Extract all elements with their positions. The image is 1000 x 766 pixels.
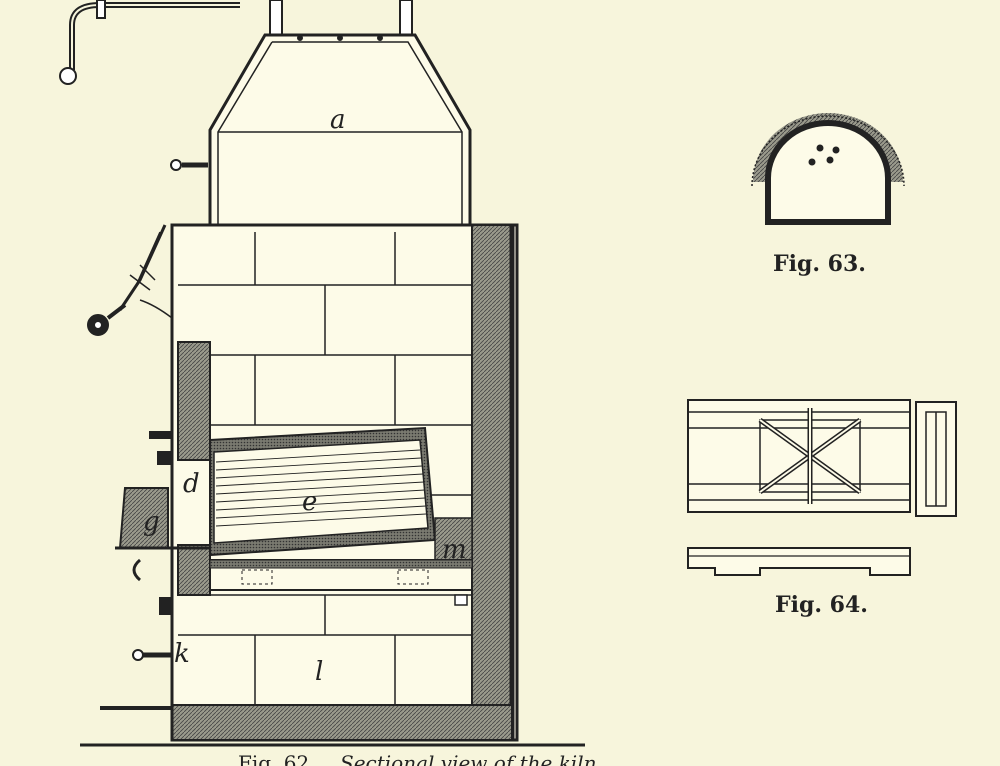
- fig64-caption: Fig. 64.: [775, 592, 868, 618]
- fig62-subcaption: Sectional view of the kiln: [340, 751, 596, 766]
- label-l: l: [315, 657, 323, 687]
- fig64-grate-plan: [687, 399, 957, 576]
- label-d: d: [183, 469, 200, 499]
- label-e: e: [302, 487, 317, 517]
- label-m: m: [442, 535, 467, 565]
- label-k: k: [174, 639, 190, 669]
- fig63-cross-section: [751, 113, 905, 225]
- label-a: a: [330, 105, 346, 135]
- fig62-caption: Fig. 62.: [238, 751, 316, 766]
- fig62-kiln-drawing: [59, 0, 585, 747]
- label-g: g: [143, 507, 160, 537]
- fig63-caption: Fig. 63.: [773, 251, 866, 277]
